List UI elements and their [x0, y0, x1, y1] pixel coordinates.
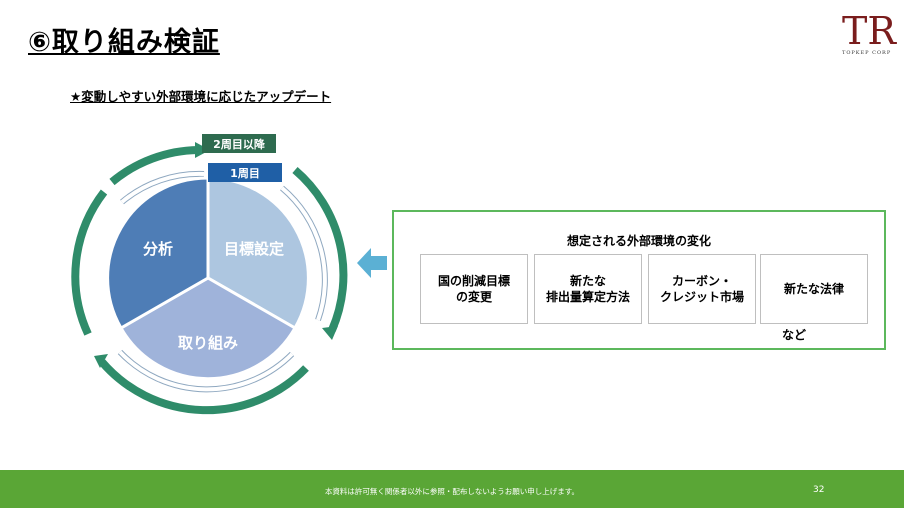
- label-first-round-bg: [208, 163, 282, 182]
- left-arrow-icon: [357, 248, 387, 278]
- outer-ring-arc-left: [71, 189, 108, 336]
- logo-subtext: TOPKEP CORP: [842, 50, 892, 56]
- outer-ring-arrowhead-right: [322, 326, 338, 340]
- outer-ring-arc-bottom: [98, 359, 309, 415]
- label-second-round: 2周目以降: [213, 137, 266, 151]
- page-title: ⑥取り組み検証: [28, 27, 220, 58]
- footer-bar: 本資料は許可無く関係者以外に参照・配布しないようお願い申し上げます。 32: [0, 470, 904, 508]
- company-logo: TR TOPKEP CORP: [840, 6, 900, 56]
- page-number: 32: [813, 485, 825, 495]
- logo-mark: TR: [842, 9, 897, 52]
- env-item-calculation-method: 新たな 排出量算定方法: [534, 254, 642, 324]
- env-item-reduction-target: 国の削減目標 の変更: [420, 254, 528, 324]
- outer-ring-arc-top: [109, 146, 199, 186]
- inner-ring-arc-bottom-fill: [118, 350, 294, 392]
- footer-disclaimer: 本資料は許可無く関係者以外に参照・配布しないようお願い申し上げます。: [324, 487, 580, 496]
- environment-title: 想定される外部環境の変化: [566, 234, 711, 248]
- segment-analysis: [106, 176, 210, 331]
- env-item-new-law: 新たな法律: [760, 254, 868, 324]
- outer-ring-arc-right: [292, 166, 348, 332]
- outer-ring-arrowhead-bottom: [94, 354, 108, 368]
- label-second-round-bg: [202, 134, 276, 153]
- segment-label-action: 取り組み: [178, 334, 238, 352]
- segment-label-goal: 目標設定: [224, 240, 284, 258]
- inner-ring-arc-top-fill: [120, 171, 205, 204]
- environment-note: など: [782, 328, 807, 342]
- logo-mark-icon: TR: [842, 9, 897, 53]
- env-item-carbon-credit: カーボン・ クレジット市場: [648, 254, 756, 324]
- section-subtitle: ★変動しやすい外部環境に応じたアップデート: [70, 89, 332, 104]
- cycle-diagram: 目標設定 取り組み 分析 2周目以降 1周目: [71, 134, 348, 415]
- external-environment-box: 想定される外部環境の変化 国の削減目標 の変更 新たな 排出量算定方法 カーボン…: [392, 210, 886, 350]
- inner-ring-arc-right-fill: [280, 186, 327, 321]
- segment-label-analysis: 分析: [143, 240, 173, 258]
- label-first-round: 1周目: [230, 167, 260, 180]
